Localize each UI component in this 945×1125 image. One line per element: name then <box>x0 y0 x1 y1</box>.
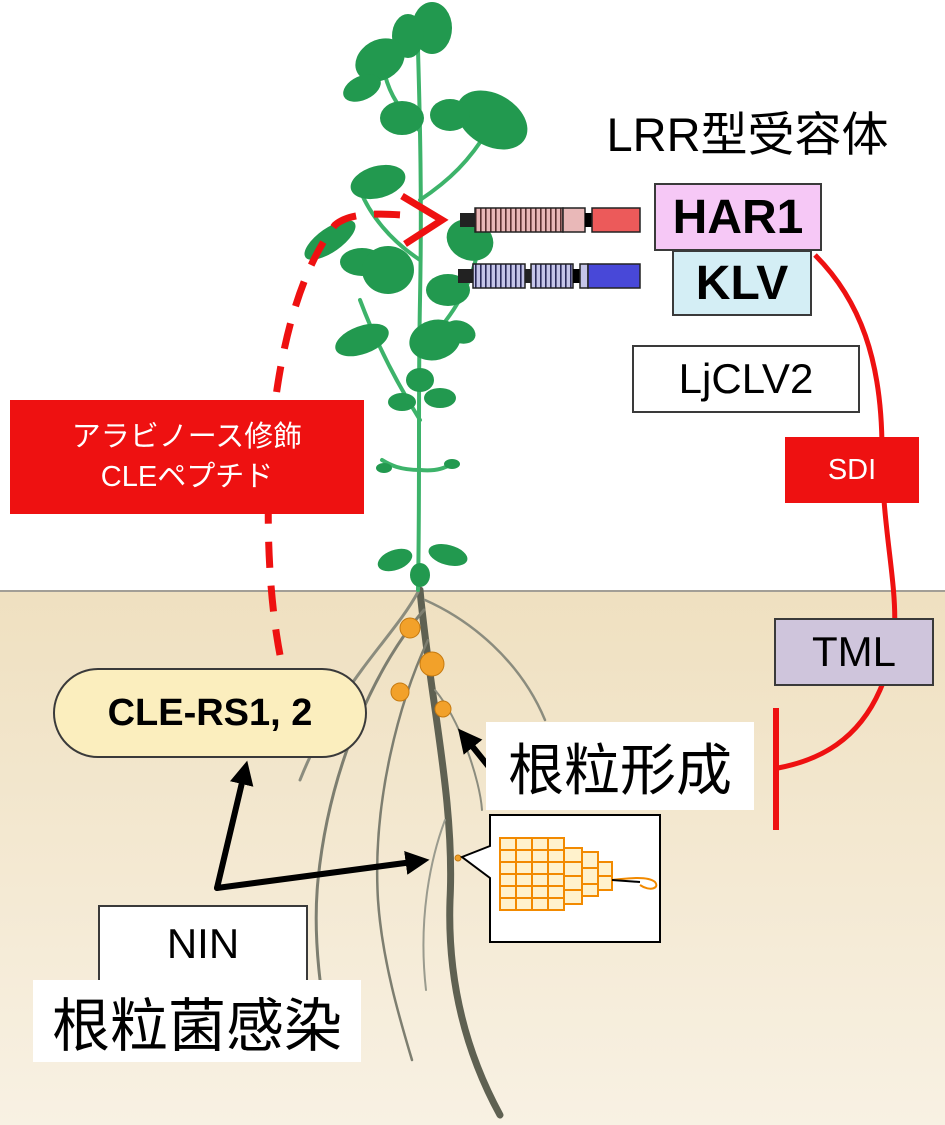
har1-label: HAR1 <box>654 183 822 251</box>
receptor-klv-icon <box>458 263 641 289</box>
root-system <box>298 586 547 1119</box>
signal-peptide-line1: アラビノース修飾 <box>71 421 303 453</box>
receptor-har1-icon <box>460 207 641 233</box>
sdi-label: SDI <box>785 437 919 503</box>
cle-rs-label: CLE-RS1, 2 <box>53 668 367 758</box>
signal-dashed-path <box>264 210 416 656</box>
signal-arrowhead <box>400 192 449 247</box>
nodule-cells-icon <box>499 837 658 911</box>
infection-label: 根粒菌感染 <box>33 980 361 1062</box>
nodules <box>390 617 462 862</box>
sdi-tml-path <box>777 253 898 771</box>
signal-peptide-label: アラビノース修飾 CLEペプチド <box>10 400 364 514</box>
tml-label: TML <box>774 618 934 686</box>
signal-peptide-line2: CLEペプチド <box>100 461 274 493</box>
nodulation-label: 根粒形成 <box>486 722 754 810</box>
ljclv2-label: LjCLV2 <box>632 345 860 413</box>
diagram-title: LRR型受容体 <box>606 107 889 161</box>
plant-shoot <box>304 2 528 592</box>
nin-label: NIN <box>98 905 308 982</box>
klv-label: KLV <box>672 250 812 316</box>
